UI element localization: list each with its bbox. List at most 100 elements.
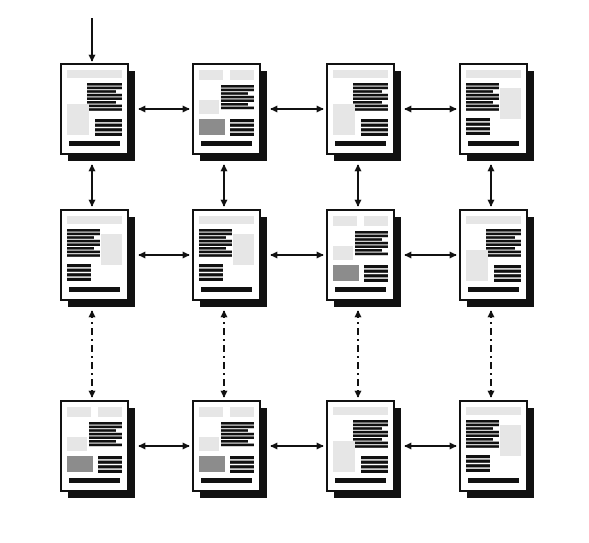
text-line <box>199 254 232 257</box>
list-line <box>466 127 490 131</box>
list-line <box>199 277 223 281</box>
text-line <box>353 97 388 100</box>
image-block <box>199 100 219 114</box>
header-block <box>333 70 388 78</box>
footer-bar <box>468 478 519 483</box>
text-line <box>87 97 122 100</box>
image-block <box>67 104 89 135</box>
list-line <box>95 128 122 132</box>
list-line <box>98 469 122 473</box>
footer-bar <box>69 287 120 292</box>
gray-image-block <box>333 265 359 281</box>
text-line <box>221 106 254 110</box>
footer-bar <box>201 287 252 292</box>
text-line <box>466 430 499 434</box>
document-page-icon <box>60 400 135 498</box>
text-line <box>486 229 521 232</box>
list-line <box>230 132 254 136</box>
list-line <box>230 465 254 469</box>
text-line <box>353 90 382 93</box>
text-line <box>355 249 382 252</box>
list-line <box>494 265 521 269</box>
list-line <box>67 268 91 272</box>
list-line <box>361 469 388 473</box>
list-line <box>361 460 388 464</box>
list-line <box>230 123 254 127</box>
text-line <box>221 95 254 99</box>
text-line <box>221 436 254 439</box>
list-line <box>466 455 490 459</box>
image-block <box>333 104 355 135</box>
text-line <box>353 434 388 437</box>
text-line <box>466 93 499 97</box>
list-line <box>494 274 521 278</box>
document-page-icon <box>192 63 267 161</box>
document-page-icon <box>192 400 267 498</box>
list-line <box>230 460 254 464</box>
text-line <box>199 229 232 232</box>
image-block <box>199 437 219 451</box>
header-block-left <box>199 70 223 80</box>
list-line <box>466 464 490 468</box>
list-line <box>466 122 490 126</box>
list-line <box>98 465 122 469</box>
text-line <box>466 423 499 427</box>
text-line <box>87 108 122 111</box>
text-line <box>355 231 388 234</box>
text-line <box>87 90 116 93</box>
list-line <box>361 123 388 127</box>
list-line <box>230 119 254 123</box>
text-line <box>486 247 515 250</box>
text-line <box>353 423 388 427</box>
text-line <box>89 443 122 447</box>
list-line <box>361 119 388 123</box>
header-block-left <box>67 407 91 417</box>
text-line <box>67 236 94 239</box>
image-block <box>333 441 355 472</box>
header-block <box>67 70 122 78</box>
list-line <box>98 460 122 464</box>
text-line <box>221 429 248 432</box>
text-line <box>67 239 100 243</box>
list-line <box>466 131 490 135</box>
list-line <box>199 264 223 268</box>
header-block-right <box>98 407 122 417</box>
list-line <box>494 269 521 273</box>
header-block <box>67 216 122 224</box>
document-page-icon <box>326 400 401 498</box>
text-line <box>89 429 116 432</box>
links-layer <box>88 18 495 450</box>
list-line <box>95 123 122 127</box>
header-block <box>466 70 521 78</box>
text-line <box>466 427 493 430</box>
footer-bar <box>335 287 386 292</box>
pages-layer <box>60 63 534 498</box>
header-block <box>466 216 521 224</box>
image-block <box>466 250 488 281</box>
text-line <box>353 427 382 430</box>
text-line <box>486 250 521 254</box>
text-line <box>67 254 100 257</box>
document-page-icon <box>459 63 534 161</box>
header-block <box>199 216 254 224</box>
text-line <box>67 247 94 250</box>
list-line <box>230 469 254 473</box>
image-block <box>333 246 353 260</box>
text-line <box>353 93 388 97</box>
text-line <box>89 432 122 436</box>
text-line <box>221 440 248 443</box>
document-page-icon <box>326 63 401 161</box>
list-line <box>199 273 223 277</box>
text-line <box>199 236 226 239</box>
text-line <box>199 232 232 236</box>
text-line <box>221 103 248 106</box>
text-line <box>199 243 232 246</box>
text-line <box>67 232 100 236</box>
list-line <box>361 132 388 136</box>
footer-bar <box>335 141 386 146</box>
list-line <box>466 468 490 472</box>
text-line <box>486 239 521 243</box>
text-line <box>199 247 226 250</box>
image-block <box>101 234 122 265</box>
text-line <box>89 440 116 443</box>
